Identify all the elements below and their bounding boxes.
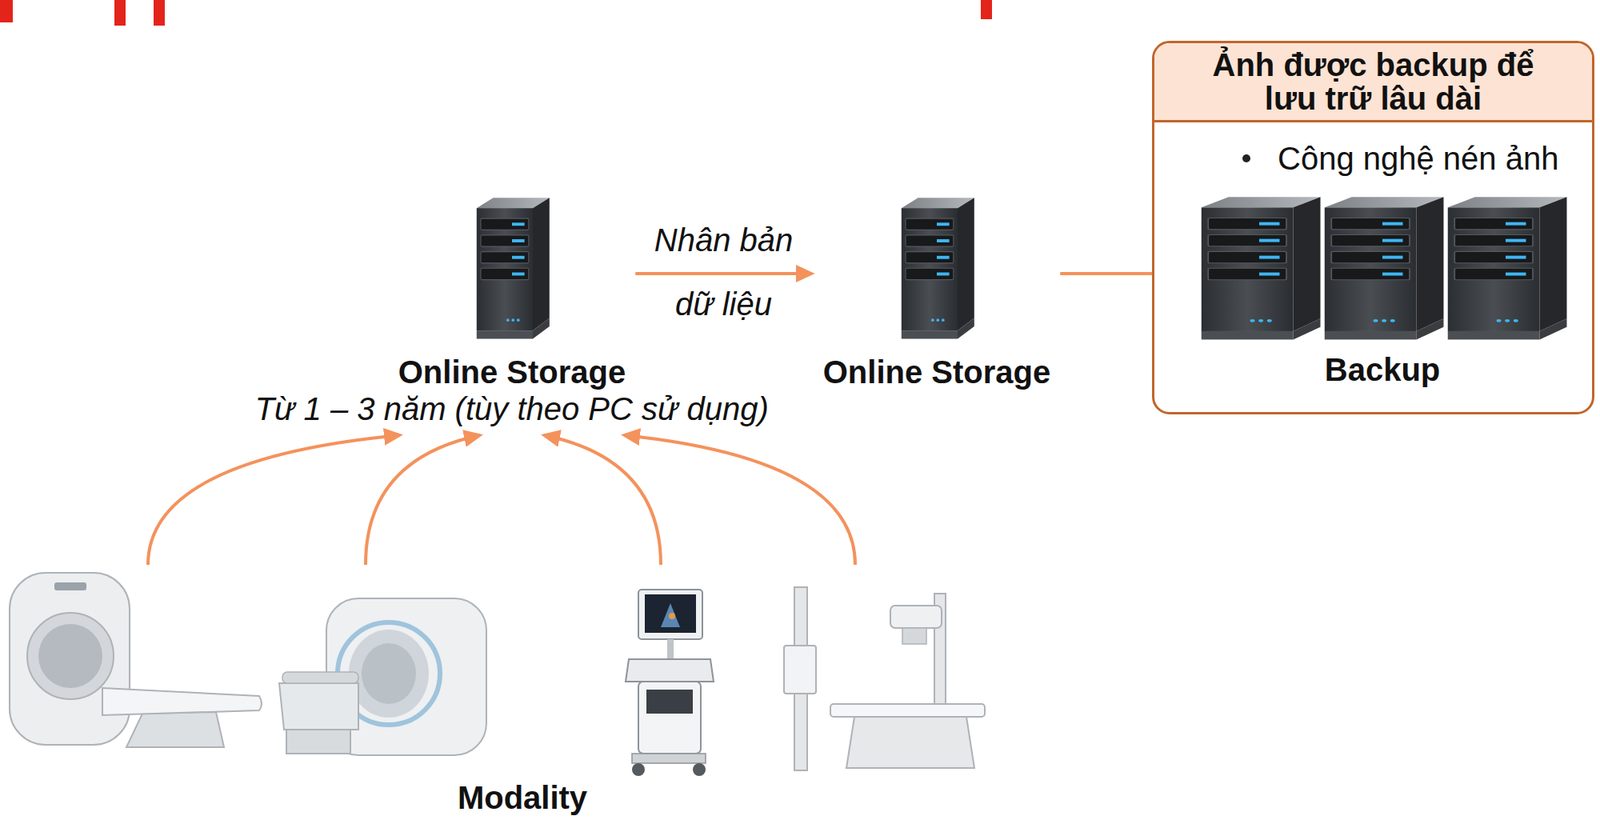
title-fragment [114, 0, 126, 26]
x-ray-machine [784, 587, 985, 771]
ct-scanner [9, 572, 262, 748]
connector-arrow [365, 435, 480, 565]
panel-heading: Ảnh được backup để lưu trữ lâu dài [1205, 48, 1542, 116]
server-label: Online Storage [392, 353, 633, 391]
backup-servers-group: Backup [1191, 192, 1574, 388]
title-fragment [0, 0, 13, 23]
server-label: Online Storage [816, 353, 1058, 391]
ultrasound-machine [625, 589, 714, 776]
server-icon [470, 193, 554, 344]
mri-scanner [279, 598, 487, 756]
modality-devices [6, 569, 991, 780]
storage-server: Online StorageTừ 1 – 3 năm (tùy theo PC … [392, 193, 633, 428]
modality-label: Modality [6, 779, 991, 816]
bullet-row: Công nghệ nén ảnh [1154, 140, 1592, 177]
edge-label: Nhân bản dữ liệu [644, 208, 804, 336]
panel-body: Công nghệ nén ảnh Backup [1154, 122, 1592, 412]
connector-arrow [624, 435, 856, 565]
connector-arrow [544, 435, 661, 565]
title-fragment [153, 0, 165, 26]
panel-header: Ảnh được backup để lưu trữ lâu dài [1154, 43, 1592, 123]
server-icon [895, 193, 979, 344]
backup-panel: Ảnh được backup để lưu trữ lâu dàiCông n… [1152, 40, 1595, 415]
connector-arrow [148, 435, 400, 565]
bullet-text: Công nghệ nén ảnh [1277, 140, 1559, 177]
backup-servers [1191, 192, 1574, 345]
bullet-dot [1242, 154, 1251, 163]
backup-label: Backup [1191, 351, 1574, 388]
storage-server: Online Storage [816, 193, 1058, 391]
title-fragment [980, 0, 992, 20]
retention-note: Từ 1 – 3 năm (tùy theo PC sử dụng) [152, 390, 872, 428]
connector-arrow [635, 272, 812, 276]
modality-group: Modality [6, 569, 991, 816]
